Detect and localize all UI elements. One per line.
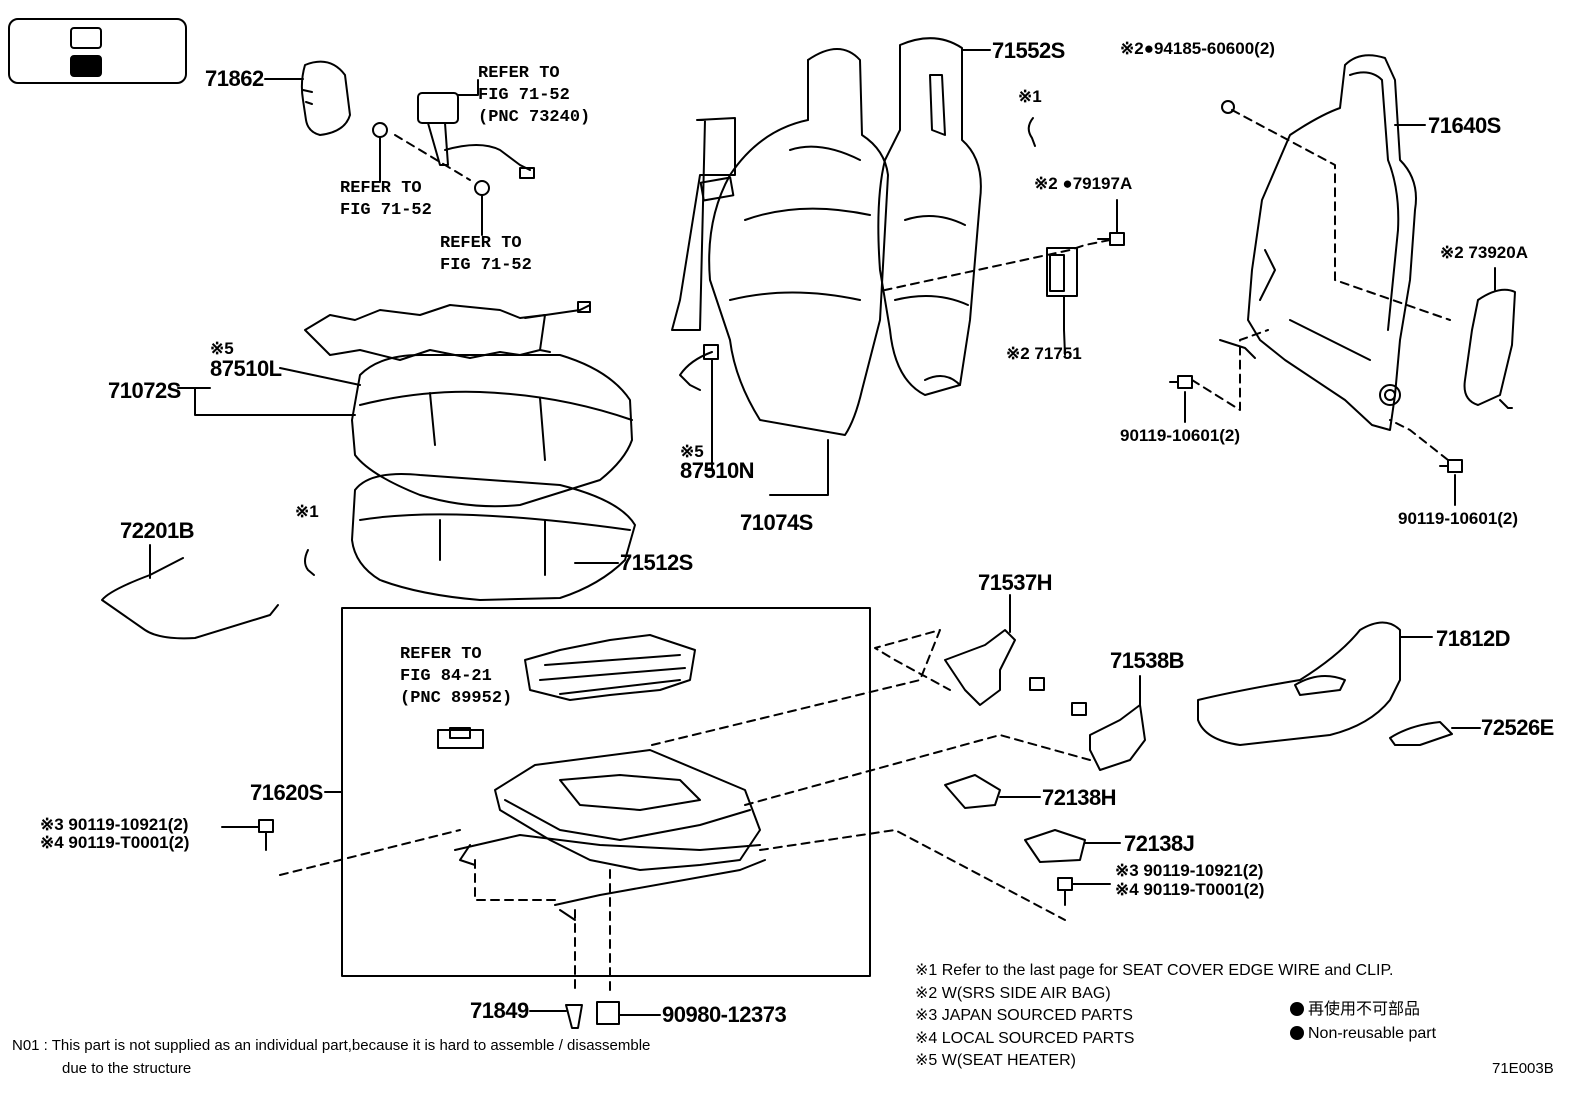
legend-dark-swatch — [70, 55, 102, 77]
bracket-72138J — [1024, 829, 1086, 863]
label-73920A: ※2 73920A — [1440, 243, 1528, 262]
label-71812D: 71812D — [1436, 626, 1511, 651]
clip-71849 — [565, 1004, 583, 1029]
seat-back-frame-71640S — [1219, 54, 1417, 431]
label-71849: 71849 — [470, 998, 529, 1023]
label-71072S: 71072S — [108, 378, 181, 403]
seat-switch-89952 — [437, 727, 484, 749]
label-71640S: 71640S — [1428, 113, 1501, 138]
note-2: ※2 W(SRS SIDE AIR BAG) — [915, 985, 1111, 1002]
cap-90980 — [596, 1001, 620, 1025]
side-shield-71812D — [1197, 621, 1401, 746]
label-90980-12373: 90980-12373 — [662, 1002, 787, 1027]
ref-fig-84-21-pnc-89952: REFER TO FIG 84-21 (PNC 89952) — [400, 645, 513, 708]
label-90119-10601-a: 90119-10601(2) — [1120, 426, 1241, 445]
bolt-90119-10601-a — [1169, 375, 1193, 389]
label-94185-60600: ※2●94185-60600(2) — [1120, 39, 1275, 58]
bolt-left-90119 — [258, 819, 274, 851]
bolt-90119-10601-b — [1439, 459, 1463, 473]
label-72138J: 72138J — [1124, 831, 1195, 856]
bracket-71537H — [944, 629, 1016, 706]
label-87510L-mark: ※5 — [210, 339, 234, 358]
legend-jp: 再使用不可部品 — [1290, 999, 1420, 1021]
label-72526E: 72526E — [1481, 715, 1554, 740]
label-72201B: 72201B — [120, 518, 195, 543]
bolt-right-90119 — [1057, 877, 1073, 906]
seat-cushion-cover-71072S — [351, 354, 633, 508]
seat-adjuster-71620S — [454, 749, 766, 921]
label-71512S: 71512S — [620, 550, 693, 575]
label-right-bolt-local: ※4 90119-T0001(2) — [1115, 880, 1265, 899]
seat-heater-87510L — [304, 301, 591, 361]
ref-fig-71-52-b: REFER TO FIG 71-52 — [440, 234, 532, 275]
label-71074S: 71074S — [740, 510, 813, 535]
label-right-bolt-japan: ※3 90119-10921(2) — [1115, 861, 1264, 880]
cover-72526E — [1389, 721, 1453, 746]
label-71538B: 71538B — [1110, 648, 1185, 673]
note-3: ※3 JAPAN SOURCED PARTS — [915, 1007, 1133, 1024]
edge-wire-72201B — [101, 557, 279, 640]
seat-spring-mat — [524, 634, 696, 701]
bolt-71537H — [1029, 677, 1045, 691]
label-71620S: 71620S — [250, 780, 323, 805]
figure-code: 71E003B — [1492, 1060, 1554, 1077]
footnote-line-2: due to the structure — [62, 1060, 192, 1077]
seat-cushion-pad-71512S — [351, 473, 636, 601]
seat-back-frame-panel — [671, 117, 736, 331]
side-airbag-73920A — [1463, 288, 1516, 409]
label-72138H: 72138H — [1042, 785, 1117, 810]
bolt-71538B — [1071, 702, 1087, 716]
legend-en: Non-reusable part — [1290, 1023, 1436, 1045]
ref-fig-71-52-a: REFER TO FIG 71-52 — [340, 179, 432, 220]
label-79197A: ※2 ●79197A — [1034, 174, 1133, 193]
footnote-line-1: N01 : This part is not supplied as an in… — [12, 1037, 651, 1054]
label-left-bolt-japan: ※3 90119-10921(2) — [40, 815, 189, 834]
bracket-72138H — [944, 774, 1001, 809]
airbag-bracket-71751 — [1046, 247, 1078, 297]
note-1: ※1 Refer to the last page for SEAT COVER… — [915, 962, 1394, 979]
legend-light-swatch — [70, 27, 102, 49]
bolt-79197A — [1097, 232, 1125, 246]
ref-fig-71-52-pnc-73240: REFER TO FIG 71-52 (PNC 73240) — [478, 64, 591, 127]
label-note1-back: ※1 — [1018, 87, 1042, 106]
view-legend-box — [8, 18, 187, 84]
label-90119-10601-b: 90119-10601(2) — [1398, 509, 1519, 528]
seat-back-cover-rear-71552S — [877, 37, 982, 396]
label-87510L: 87510L — [210, 356, 282, 381]
seat-back-cover-front — [708, 48, 889, 436]
label-71552S: 71552S — [992, 38, 1065, 63]
label-71862: 71862 — [205, 66, 264, 91]
label-left-bolt-local: ※4 90119-T0001(2) — [40, 833, 190, 852]
bracket-71538B — [1089, 704, 1146, 771]
seat-belt-buckle — [372, 92, 535, 196]
label-note1-cushion: ※1 — [295, 502, 319, 521]
label-87510N-mark: ※5 — [680, 442, 704, 461]
note-4: ※4 LOCAL SOURCED PARTS — [915, 1030, 1135, 1047]
note-5: ※5 W(SEAT HEATER) — [915, 1052, 1076, 1069]
non-reusable-dot-icon — [1290, 1026, 1304, 1040]
label-87510N: 87510N — [680, 458, 755, 483]
headrest-cover-71862 — [300, 60, 351, 136]
label-71537H: 71537H — [978, 570, 1053, 595]
non-reusable-dot-icon — [1290, 1002, 1304, 1016]
label-71751: ※2 71751 — [1006, 344, 1082, 363]
